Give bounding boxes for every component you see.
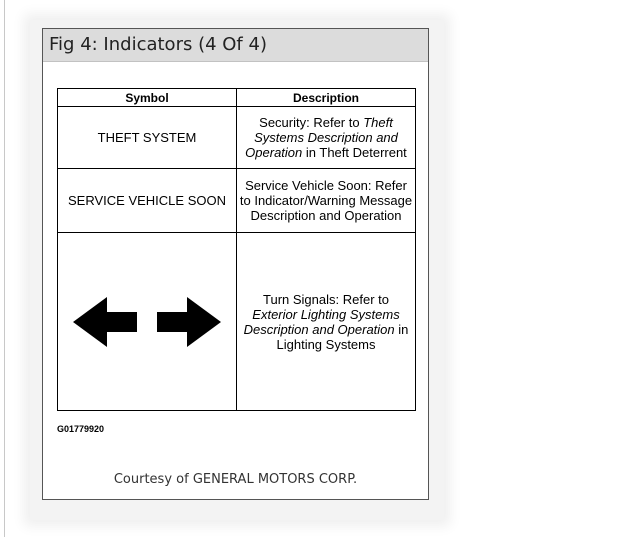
description-reference: Exterior Lighting Systems Description an…: [243, 306, 400, 337]
page-left-border: [4, 0, 5, 537]
indicators-table: Symbol Description THEFT SYSTEM Security…: [57, 88, 416, 411]
table-row: SERVICE VEHICLE SOON Service Vehicle Soo…: [57, 168, 416, 233]
table-row: THEFT SYSTEM Security: Refer to Theft Sy…: [57, 106, 416, 169]
figure-code: G01779920: [57, 424, 105, 434]
description-part: in Lighting Systems: [276, 321, 409, 352]
description-part: Turn Signals: Refer to: [263, 291, 389, 307]
symbol-cell: [57, 232, 237, 411]
left-arrow-icon: [73, 296, 137, 347]
description-text: Turn Signals: Refer to Exterior Lighting…: [237, 292, 415, 352]
figure-card: Fig 4: Indicators (4 Of 4) Symbol Descri…: [42, 28, 429, 500]
courtesy-line: Courtesy of GENERAL MOTORS CORP.: [113, 472, 358, 487]
description-part: in Theft Deterrent: [302, 145, 407, 160]
description-reference: Theft Systems Description and Operation: [245, 115, 398, 160]
header-description: Description: [236, 88, 416, 107]
table-header-row: Symbol Description: [57, 88, 416, 107]
description-text: Security: Refer to Theft Systems Descrip…: [237, 115, 415, 160]
turn-signal-symbols: [58, 296, 236, 347]
right-arrow-icon: [157, 296, 221, 347]
description-cell: Service Vehicle Soon: Refer to Indicator…: [236, 168, 416, 233]
symbol-cell: THEFT SYSTEM: [57, 106, 237, 169]
description-part: Security: Refer to: [259, 115, 364, 130]
symbol-cell: SERVICE VEHICLE SOON: [57, 168, 237, 233]
table-row: Turn Signals: Refer to Exterior Lighting…: [57, 232, 416, 411]
description-cell: Turn Signals: Refer to Exterior Lighting…: [236, 232, 416, 411]
description-cell: Security: Refer to Theft Systems Descrip…: [236, 106, 416, 169]
description-text: Service Vehicle Soon: Refer to Indicator…: [239, 178, 413, 223]
figure-title: Fig 4: Indicators (4 Of 4): [43, 29, 428, 62]
header-symbol: Symbol: [57, 88, 237, 107]
